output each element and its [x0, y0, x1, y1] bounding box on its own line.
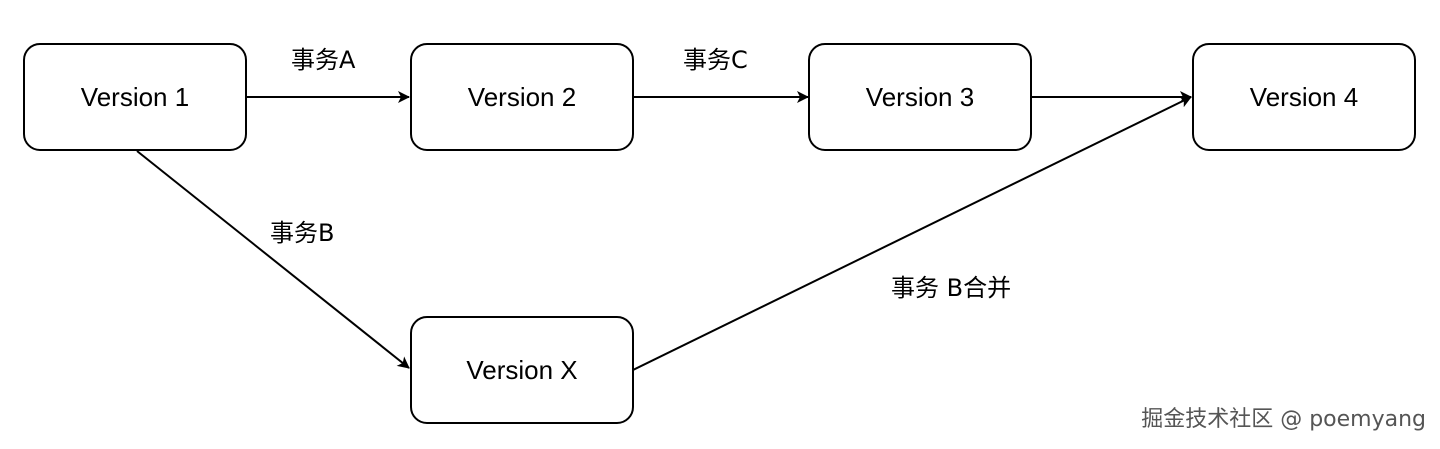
edge-vx-v4: [632, 96, 1192, 371]
node-version-3[interactable]: Version 3: [808, 43, 1032, 151]
edge-v1-vx: [136, 150, 410, 369]
node-label-version-3: Version 3: [866, 82, 974, 112]
node-label-version-x: Version X: [466, 355, 577, 385]
edge-label-transaction-b: 事务B: [270, 219, 334, 247]
node-label-version-2: Version 2: [468, 82, 576, 112]
node-label-version-4: Version 4: [1250, 82, 1358, 112]
watermark-text: 掘金技术社区 @ poemyang: [1141, 407, 1426, 432]
edge-label-transaction-a: 事务A: [291, 46, 356, 74]
edge-label-transaction-c: 事务C: [683, 46, 748, 74]
node-label-version-1: Version 1: [81, 82, 189, 112]
edge-label-transaction-b-merge: 事务 B合并: [891, 274, 1011, 302]
node-version-x[interactable]: Version X: [410, 316, 634, 424]
node-version-1[interactable]: Version 1: [23, 43, 247, 151]
node-version-2[interactable]: Version 2: [410, 43, 634, 151]
node-version-4[interactable]: Version 4: [1192, 43, 1416, 151]
